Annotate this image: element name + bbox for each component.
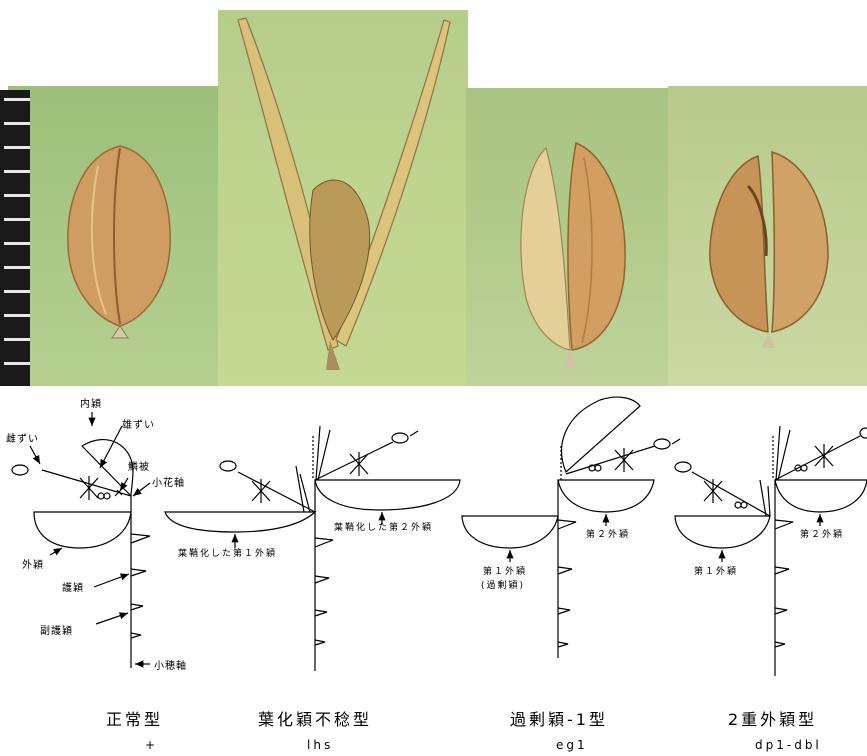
genotype-lhs: lhs bbox=[307, 738, 333, 752]
label-eg1-second-lemma: 第２外穎 bbox=[586, 527, 630, 540]
label-lodicule: 鱗被 bbox=[128, 458, 150, 473]
type-name-lhs: 葉化穎不稔型 bbox=[258, 706, 372, 730]
label-lhs-first-lemma: 葉鞘化した第１外穎 bbox=[178, 546, 277, 559]
eg1-grain bbox=[521, 143, 625, 368]
dp1-grain bbox=[710, 152, 828, 348]
photo-lhs-grain bbox=[218, 10, 468, 386]
label-rudimentary-glume: 副護穎 bbox=[40, 622, 73, 637]
genotype-normal: + bbox=[145, 738, 158, 752]
genotype-dp1: dp1-dbl bbox=[755, 738, 822, 752]
photo-strip bbox=[0, 0, 867, 386]
diagram-lines bbox=[0, 386, 867, 686]
eg1-diagram bbox=[462, 397, 680, 658]
lhs-grain bbox=[238, 18, 450, 370]
label-pedicel: 小穂軸 bbox=[154, 657, 187, 672]
type-name-dp1: 2重外穎型 bbox=[728, 706, 817, 730]
genotype-eg1: eg1 bbox=[556, 738, 588, 752]
label-eg1-first-lemma: 第１外穎 bbox=[483, 564, 527, 577]
label-dp1-first-lemma: 第１外穎 bbox=[694, 564, 738, 577]
photo-dp1-grain bbox=[668, 86, 867, 386]
normal-diagram bbox=[12, 412, 150, 668]
label-stamen: 雄ずい bbox=[122, 416, 155, 431]
label-eg1-first-lemma-note: (過剰穎) bbox=[481, 578, 525, 591]
type-name-eg1: 過剰穎-1型 bbox=[510, 706, 608, 730]
dp1-diagram bbox=[675, 426, 867, 676]
label-lemma: 外穎 bbox=[22, 556, 44, 571]
type-name-normal: 正常型 bbox=[106, 706, 163, 730]
normal-grain bbox=[68, 146, 170, 338]
label-rachilla: 小花軸 bbox=[152, 474, 185, 489]
photo-normal-grain bbox=[8, 86, 220, 386]
photo-eg1-grain bbox=[466, 88, 670, 386]
scale-ruler bbox=[0, 90, 30, 386]
floret-diagrams: 内穎 雄ずい 雌ずい 鱗被 小花軸 外穎 護穎 副護穎 小穂軸 葉鞘化した第１外… bbox=[0, 386, 867, 686]
label-palea: 内穎 bbox=[80, 395, 102, 410]
label-dp1-second-lemma: 第２外穎 bbox=[800, 527, 844, 540]
label-lhs-second-lemma: 葉鞘化した第２外穎 bbox=[334, 520, 433, 533]
label-pistil: 雌ずい bbox=[6, 430, 39, 445]
label-sterile-lemma: 護穎 bbox=[62, 579, 84, 594]
